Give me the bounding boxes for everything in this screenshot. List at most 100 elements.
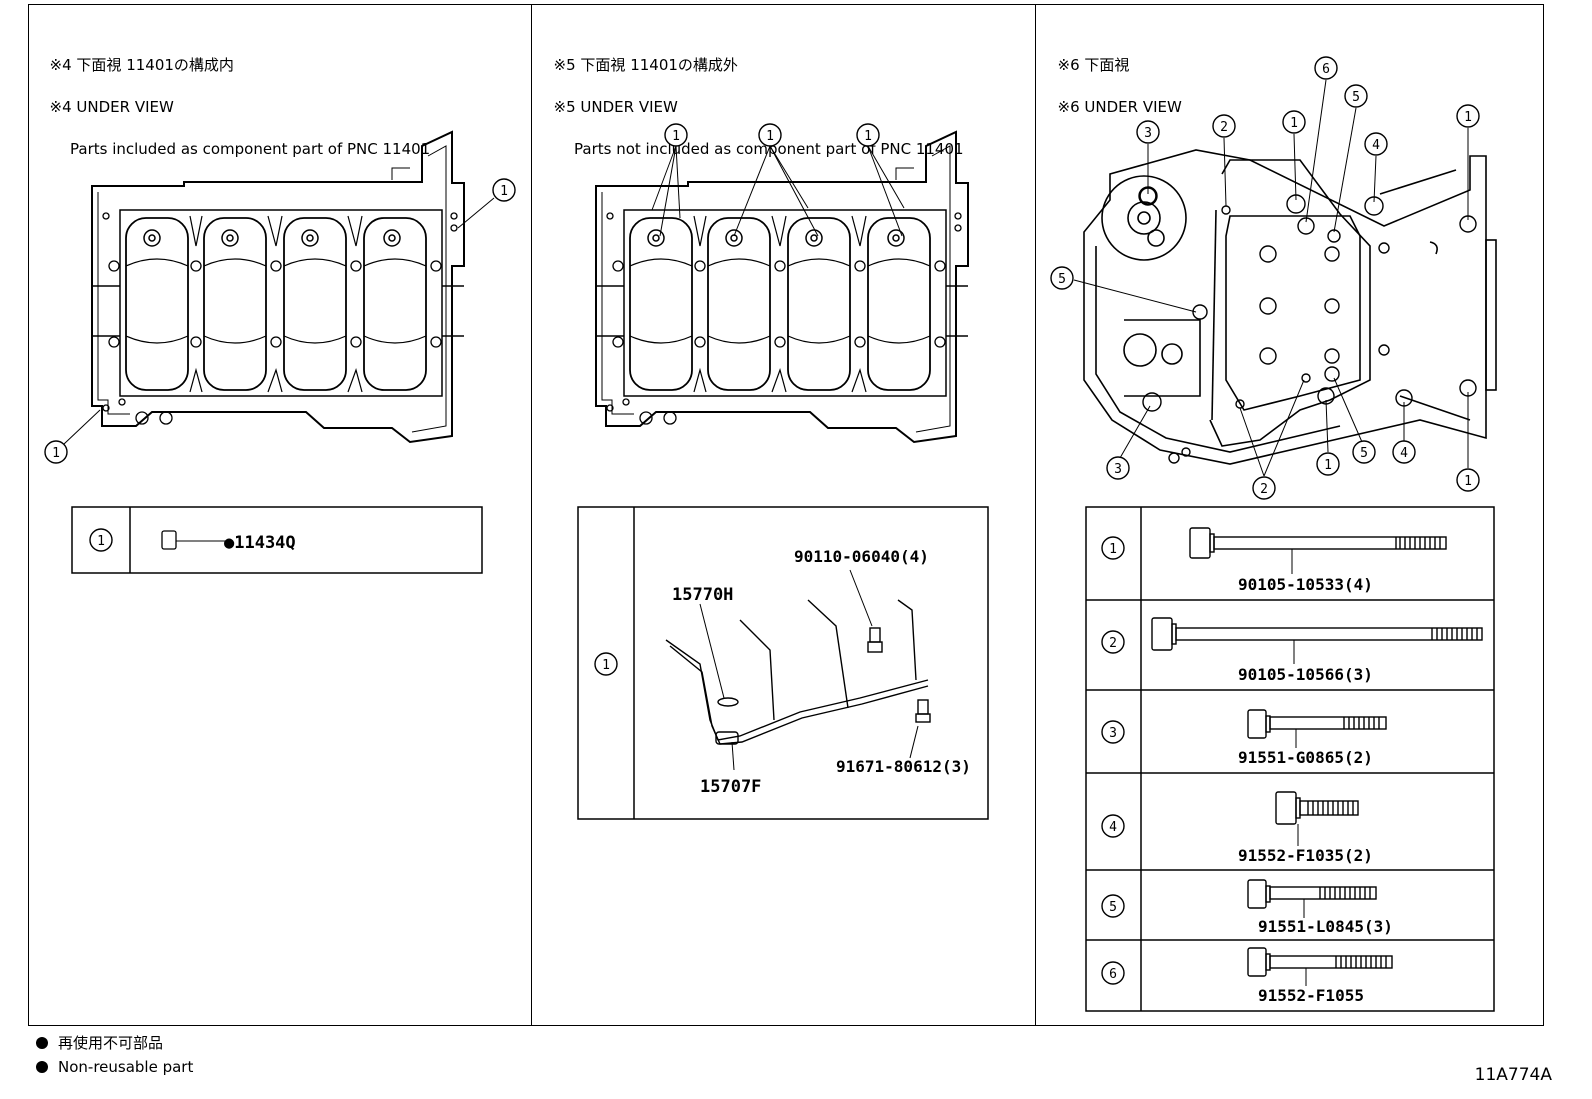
svg-text:1: 1 xyxy=(1464,474,1472,489)
non-reusable-dot-icon xyxy=(36,1061,48,1073)
svg-text:1: 1 xyxy=(602,658,610,673)
callout-4-top: 4 xyxy=(1364,132,1388,156)
bolt-icon-5 xyxy=(1247,879,1377,909)
table-6-ref-2: 2 xyxy=(1101,630,1125,654)
part-90110-06040: 90110-06040(4) xyxy=(794,547,929,566)
non-reusable-dot-icon xyxy=(36,1037,48,1049)
callout-3-top: 3 xyxy=(1136,120,1160,144)
table-5-ref: 1 xyxy=(594,652,618,676)
panel-6-title-jp: ※6 下面視 xyxy=(1057,56,1130,74)
panel-4-title-en: ※4 UNDER VIEW xyxy=(49,98,174,116)
svg-text:2: 2 xyxy=(1109,636,1117,651)
svg-text:4: 4 xyxy=(1400,446,1408,461)
bolt-icon-1 xyxy=(1189,527,1447,559)
part-11434Q: ●11434Q xyxy=(224,533,296,553)
callout-5-top: 5 xyxy=(1344,84,1368,108)
svg-text:3: 3 xyxy=(1109,726,1117,741)
svg-text:5: 5 xyxy=(1058,272,1066,287)
outer-frame xyxy=(28,4,1544,1026)
part-91671-80612: 91671-80612(3) xyxy=(836,757,971,776)
svg-text:5: 5 xyxy=(1360,446,1368,461)
leader-line xyxy=(457,197,495,229)
panel-divider-2 xyxy=(1035,4,1036,1026)
svg-text:5: 5 xyxy=(1109,900,1117,915)
figure-code: 11A774A xyxy=(1474,1065,1552,1085)
svg-text:5: 5 xyxy=(1352,90,1360,105)
dowel-pin-icon xyxy=(161,530,226,550)
callout-3-bottom: 3 xyxy=(1106,456,1130,480)
panel-4-subtitle: Parts included as component part of PNC … xyxy=(70,140,431,158)
callout-1-left: 1 xyxy=(44,440,68,464)
panel-6-title-en: ※6 UNDER VIEW xyxy=(1057,98,1182,116)
svg-text:1: 1 xyxy=(864,129,872,144)
callout-5-bottom: 5 xyxy=(1352,440,1376,464)
callout-1-c: 1 xyxy=(856,123,880,147)
svg-text:1: 1 xyxy=(1109,542,1117,557)
panel-5-leaders xyxy=(651,145,905,237)
callout-1-a: 1 xyxy=(664,123,688,147)
svg-text:6: 6 xyxy=(1109,967,1117,982)
part-90105-10566: 90105-10566(3) xyxy=(1238,665,1373,684)
part-90105-10533: 90105-10533(4) xyxy=(1238,575,1373,594)
part-91552-F1035: 91552-F1035(2) xyxy=(1238,846,1373,865)
bolt-icon-4 xyxy=(1275,791,1359,825)
svg-text:6: 6 xyxy=(1322,62,1330,77)
callout-4-bottom: 4 xyxy=(1392,440,1416,464)
panel-4-title-jp: ※4 下面視 11401の構成内 xyxy=(49,56,234,74)
oil-jet-assembly-icon xyxy=(665,599,931,745)
panel-6-header: ※6 下面視 ※6 UNDER VIEW xyxy=(1048,34,1182,118)
parts-table-4 xyxy=(71,506,483,574)
callout-2-bottom: 2 xyxy=(1252,476,1276,500)
legend-jp: 再使用不可部品 xyxy=(36,1032,163,1054)
table-6-ref-1: 1 xyxy=(1101,536,1125,560)
panel-5-title-jp: ※5 下面視 11401の構成外 xyxy=(553,56,738,74)
bolt-icon-3 xyxy=(1247,709,1387,739)
svg-text:1: 1 xyxy=(1324,458,1332,473)
part-91551-L0845: 91551-L0845(3) xyxy=(1258,917,1393,936)
table-4-ref: 1 xyxy=(89,528,113,552)
svg-text:4: 4 xyxy=(1372,138,1380,153)
svg-text:3: 3 xyxy=(1144,126,1152,141)
panel-5-part-leaders xyxy=(699,569,919,771)
part-15707F: 15707F xyxy=(700,777,761,797)
parts-table-5 xyxy=(577,506,989,820)
bolt-icon-2 xyxy=(1151,617,1483,651)
callout-5-left: 5 xyxy=(1050,266,1074,290)
parts-table-6 xyxy=(1085,506,1495,1012)
svg-text:1: 1 xyxy=(52,446,60,461)
callout-1-b: 1 xyxy=(758,123,782,147)
svg-text:1: 1 xyxy=(1464,110,1472,125)
part-15770H: 15770H xyxy=(672,585,733,605)
callout-1-top-a: 1 xyxy=(1456,104,1480,128)
callout-2-top: 2 xyxy=(1212,114,1236,138)
svg-text:2: 2 xyxy=(1220,120,1228,135)
svg-text:2: 2 xyxy=(1260,482,1268,497)
part-91551-G0865: 91551-G0865(2) xyxy=(1238,748,1373,767)
panel-divider-1 xyxy=(531,4,532,1026)
svg-text:1: 1 xyxy=(672,129,680,144)
callout-1-top-b: 1 xyxy=(1282,110,1306,134)
table-6-ref-6: 6 xyxy=(1101,961,1125,985)
leader-line xyxy=(63,409,101,445)
engine-block-underview-6 xyxy=(1083,149,1497,465)
svg-text:1: 1 xyxy=(766,129,774,144)
legend-en: Non-reusable part xyxy=(36,1056,193,1078)
callout-1-bottom-a: 1 xyxy=(1316,452,1340,476)
bolt-icon-6 xyxy=(1247,947,1393,977)
svg-text:1: 1 xyxy=(1290,116,1298,131)
panel-4-header: ※4 下面視 11401の構成内 ※4 UNDER VIEW Parts inc… xyxy=(40,34,431,181)
panel-5-title-en: ※5 UNDER VIEW xyxy=(553,98,678,116)
part-91552-F1055: 91552-F1055 xyxy=(1258,986,1364,1005)
svg-text:3: 3 xyxy=(1114,462,1122,477)
panel-6-leaders xyxy=(1073,79,1469,477)
svg-text:4: 4 xyxy=(1109,820,1117,835)
engine-block-underview-5 xyxy=(595,131,969,443)
table-6-ref-4: 4 xyxy=(1101,814,1125,838)
table-6-ref-5: 5 xyxy=(1101,894,1125,918)
callout-1-right: 1 xyxy=(492,178,516,202)
legend-jp-text: 再使用不可部品 xyxy=(58,1034,164,1052)
callout-1-bottom-b: 1 xyxy=(1456,468,1480,492)
svg-text:1: 1 xyxy=(500,184,508,199)
callout-6-top: 6 xyxy=(1314,56,1338,80)
